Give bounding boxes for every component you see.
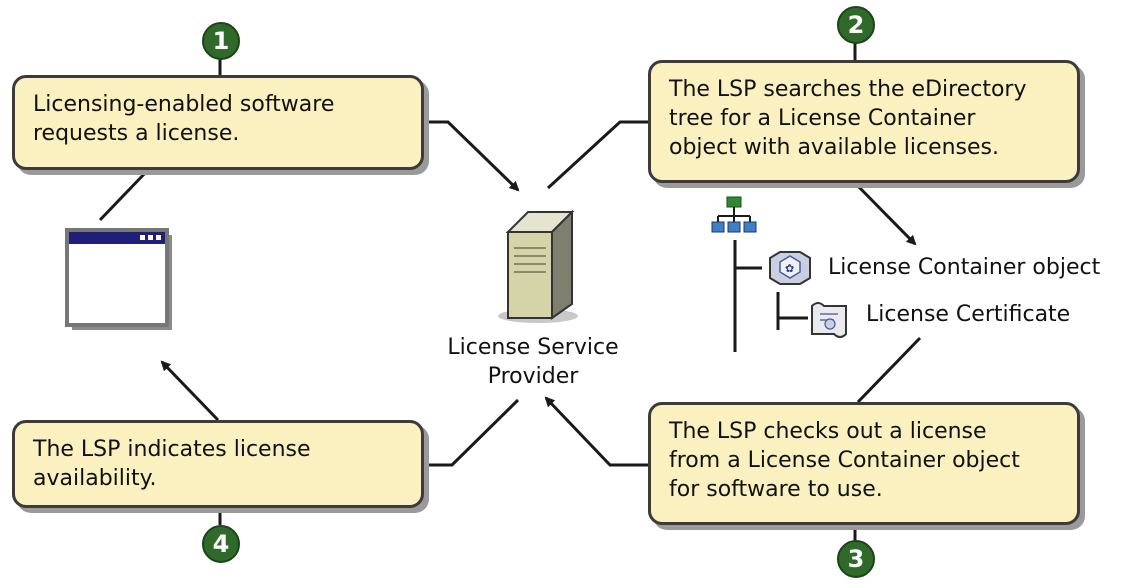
- svg-text:✿: ✿: [785, 262, 794, 275]
- license-certificate-label: License Certificate: [866, 302, 1071, 327]
- step-4-badge: 4: [202, 525, 240, 563]
- step-3-line-1: The LSP checks out a license: [669, 419, 987, 444]
- step-1-box: Licensing-enabled software requests a li…: [12, 75, 424, 170]
- step-3-line-2: from a License Container object: [669, 448, 1020, 473]
- arrow-step1-provider: [428, 120, 520, 192]
- license-container-label: License Container object: [828, 255, 1101, 280]
- connector-certificate-step3: [856, 336, 922, 404]
- application-window-icon: [65, 228, 172, 330]
- directory-tree-icon: [711, 196, 757, 233]
- step-2-line-3: object with available licenses.: [669, 135, 999, 160]
- step-3-box: The LSP checks out a license from a Lice…: [648, 402, 1080, 525]
- step-2-line-1: The LSP searches the eDirectory: [669, 77, 1027, 102]
- step-4-box: The LSP indicates license availability.: [12, 420, 424, 508]
- arrow-step2-container: [853, 181, 917, 246]
- step-2-line-2: tree for a License Container: [669, 106, 976, 131]
- step-1-line-1: Licensing-enabled software: [33, 92, 335, 117]
- step-4-line-1: The LSP indicates license: [33, 437, 311, 462]
- provider-label: License Service Provider: [428, 333, 638, 391]
- provider-label-line-2: Provider: [487, 364, 579, 389]
- arrow-step3-provider: [544, 396, 648, 467]
- arrow-step4-window: [160, 360, 220, 422]
- step-2-badge: 2: [837, 6, 875, 44]
- provider-label-line-1: License Service: [447, 335, 619, 360]
- step-1-badge: 1: [202, 22, 240, 60]
- step-3-line-3: for software to use.: [669, 477, 883, 502]
- license-certificate-icon: [811, 302, 847, 338]
- step-2-box: The LSP searches the eDirectory tree for…: [648, 60, 1080, 183]
- connector-provider-step2: [546, 120, 648, 190]
- step-3-badge: 3: [837, 540, 875, 578]
- license-container-icon: ✿: [769, 251, 811, 285]
- connector-step1-window: [98, 168, 150, 222]
- step-1-line-2: requests a license.: [33, 121, 240, 146]
- connector-provider-step4: [428, 398, 520, 467]
- server-icon: [498, 209, 578, 323]
- step-4-line-2: availability.: [33, 466, 157, 491]
